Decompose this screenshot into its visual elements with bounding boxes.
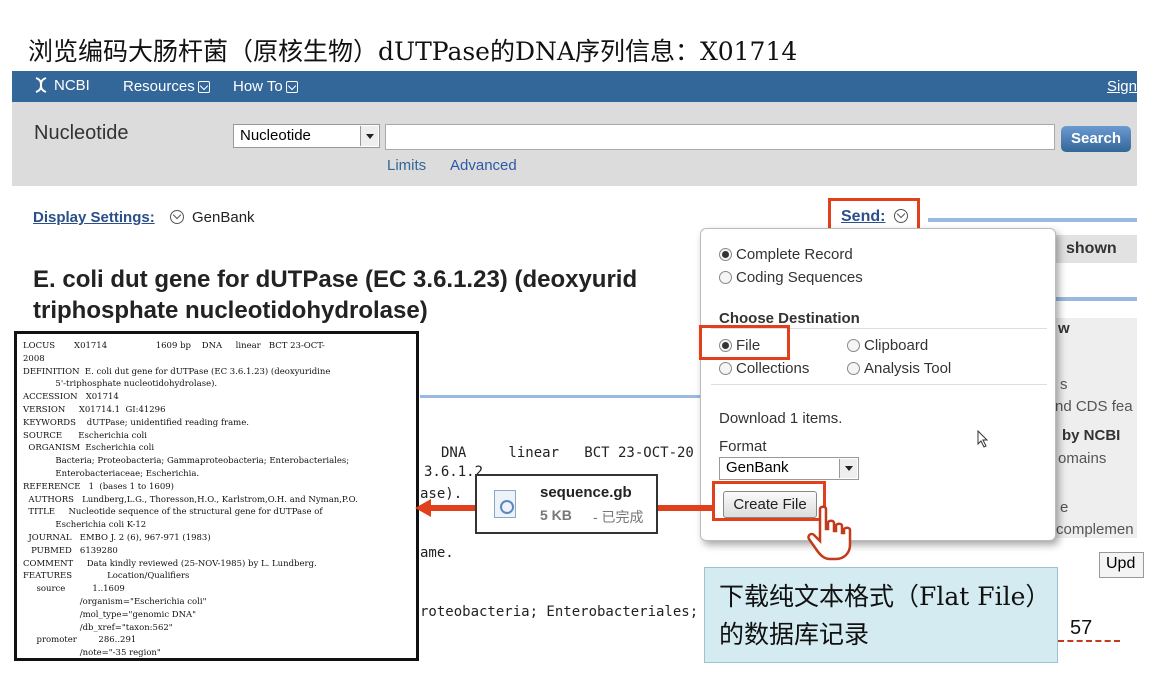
send-link[interactable]: Send: xyxy=(841,208,886,225)
radio-icon xyxy=(847,339,860,352)
dropdown-arrow-icon xyxy=(360,126,378,146)
right-panel-complement: complemen xyxy=(1056,521,1134,538)
chevron-down-icon[interactable] xyxy=(170,210,184,224)
callout-box: 下载纯文本格式（Flat File）的数据库记录 xyxy=(704,567,1058,663)
radio-collections-label: Collections xyxy=(736,360,810,377)
advanced-link[interactable]: Advanced xyxy=(450,157,517,174)
chevron-down-icon xyxy=(285,80,298,93)
file-highlight-box xyxy=(699,325,790,360)
record-title: E. coli dut gene for dUTPase (EC 3.6.1.2… xyxy=(33,264,713,326)
page-number: 57 xyxy=(1070,617,1093,639)
radio-coding-sequences-label: Coding Sequences xyxy=(736,269,863,286)
dropdown-arrow-icon xyxy=(839,459,857,478)
radio-complete-record-label: Complete Record xyxy=(736,246,853,263)
arrow-line xyxy=(658,505,712,511)
search-band: Nucleotide Nucleotide Search Limits Adva… xyxy=(12,102,1137,186)
send-popup: Complete Record Coding Sequences Choose … xyxy=(700,228,1056,541)
genbank-flat-file-panel: LOCUS X01714 1609 bp DNA linear BCT 23-O… xyxy=(14,331,419,661)
ncbi-header-bar: NCBI Resources How To Sign xyxy=(12,71,1137,102)
radio-coding-sequences[interactable]: Coding Sequences xyxy=(719,269,863,286)
radio-complete-record[interactable]: Complete Record xyxy=(719,246,853,263)
download-size: 5 KB xyxy=(540,507,572,523)
database-select-value: Nucleotide xyxy=(240,127,311,144)
database-select[interactable]: Nucleotide xyxy=(233,124,380,148)
radio-file[interactable]: File xyxy=(719,337,760,354)
ncbi-logo-text: NCBI xyxy=(54,76,90,94)
bg-ec-text: 3.6.1.2 xyxy=(424,464,484,480)
sign-in-link[interactable]: Sign xyxy=(1106,78,1137,95)
ncbi-logo[interactable]: NCBI xyxy=(32,76,90,94)
bg-ase-text: ase). xyxy=(420,486,463,502)
radio-collections[interactable]: Collections xyxy=(719,360,809,377)
resources-menu[interactable]: Resources xyxy=(123,78,210,95)
display-settings-value: GenBank xyxy=(192,209,255,226)
file-icon xyxy=(494,490,516,518)
divider xyxy=(928,218,1137,222)
right-panel-s: s xyxy=(1060,376,1068,393)
right-panel-e: e xyxy=(1060,499,1069,516)
record-title-line-1: E. coli dut gene for dUTPase (EC 3.6.1.2… xyxy=(33,266,638,293)
radio-clipboard[interactable]: Clipboard xyxy=(847,337,928,354)
divider xyxy=(420,395,705,398)
radio-analysis-tool-label: Analysis Tool xyxy=(864,360,952,377)
slide-title: 浏览编码大肠杆菌（原核生物）dUTPase的DNA序列信息：X01714 xyxy=(28,37,798,66)
download-filename: sequence.gb xyxy=(540,484,632,501)
format-select-value: GenBank xyxy=(726,459,789,476)
right-panel-cds: nd CDS fea xyxy=(1055,398,1133,415)
radio-analysis-tool[interactable]: Analysis Tool xyxy=(847,360,951,377)
download-status: - 已完成 xyxy=(593,509,644,525)
page-number-underline xyxy=(1058,640,1120,642)
limits-link[interactable]: Limits xyxy=(387,157,427,174)
radio-selected-icon xyxy=(719,339,732,352)
divider xyxy=(711,384,1047,385)
download-item[interactable]: sequence.gb 5 KB - 已完成 xyxy=(475,474,658,534)
search-button[interactable]: Search xyxy=(1061,126,1131,152)
right-panel-w: w xyxy=(1058,320,1070,337)
bg-ame-text: ame. xyxy=(420,545,454,561)
how-to-menu[interactable]: How To xyxy=(233,78,298,95)
hand-pointer-icon xyxy=(807,505,852,561)
bg-lineage-text: roteobacteria; Enterobacteriales; xyxy=(420,604,699,620)
bg-locus-text: DNA linear BCT 23-OCT-20 xyxy=(441,445,694,461)
radio-selected-icon xyxy=(719,248,732,261)
create-file-button[interactable]: Create File xyxy=(723,491,817,518)
arrow-left-icon xyxy=(415,499,475,517)
divider xyxy=(711,328,1047,329)
format-select[interactable]: GenBank xyxy=(719,457,859,480)
right-panel-shown: shown xyxy=(1066,240,1117,257)
ncbi-helix-icon xyxy=(35,77,47,93)
arrow-connectors xyxy=(415,499,712,517)
download-items-text: Download 1 items. xyxy=(719,410,843,427)
record-title-line-2: triphosphate nucleotidohydrolase) xyxy=(33,297,428,324)
right-panel-by-ncbi: by NCBI xyxy=(1062,427,1121,444)
radio-clipboard-label: Clipboard xyxy=(864,337,929,354)
callout-text: 下载纯文本格式（Flat File）的数据库记录 xyxy=(719,582,1038,649)
radio-icon xyxy=(719,271,732,284)
radio-icon xyxy=(719,362,732,375)
right-panel-domains: omains xyxy=(1058,450,1107,467)
format-label: Format xyxy=(719,438,767,455)
mouse-pointer-icon xyxy=(977,430,989,448)
chevron-down-icon[interactable] xyxy=(894,209,908,223)
radio-icon xyxy=(847,362,860,375)
update-button[interactable]: Upd xyxy=(1099,552,1144,578)
database-title: Nucleotide xyxy=(34,122,129,144)
resources-label: Resources xyxy=(123,78,195,95)
choose-destination-heading: Choose Destination xyxy=(719,310,860,327)
chevron-down-icon xyxy=(197,80,210,93)
display-settings-link[interactable]: Display Settings: xyxy=(33,209,155,226)
radio-file-label: File xyxy=(736,337,761,354)
create-file-highlight-box xyxy=(712,481,826,521)
how-to-label: How To xyxy=(233,78,283,95)
search-input[interactable] xyxy=(385,124,1055,150)
genbank-record-text: LOCUS X01714 1609 bp DNA linear BCT 23-O… xyxy=(23,341,358,659)
